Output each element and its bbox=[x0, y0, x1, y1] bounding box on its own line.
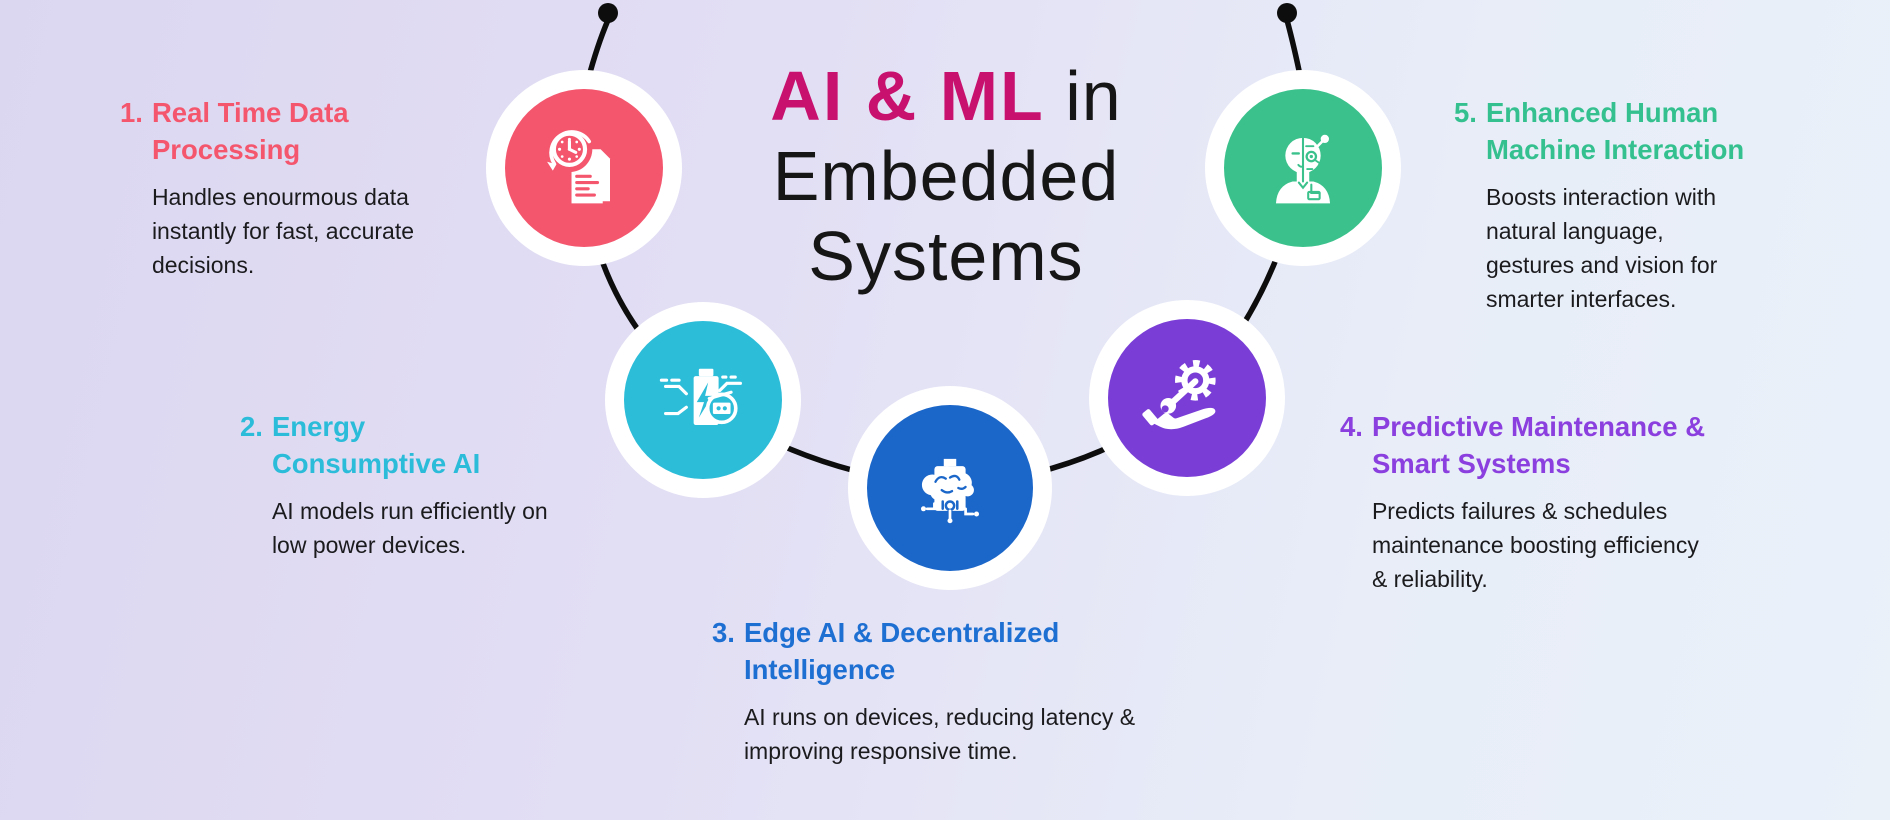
item-heading: Predictive Maintenance & Smart Systems bbox=[1371, 411, 1706, 479]
page-title: AI & ML in Embedded Systems bbox=[616, 56, 1276, 296]
item-number: 5. bbox=[1454, 97, 1477, 128]
medallion-edge-ai bbox=[848, 386, 1052, 590]
title-line-3: Systems bbox=[808, 217, 1084, 295]
title-line-2: Embedded bbox=[772, 137, 1120, 215]
human-robot-face-icon bbox=[1275, 134, 1331, 204]
item-predictive-maintenance: 4. Predictive Maintenance & Smart System… bbox=[1340, 408, 1714, 596]
brain-chip-icon bbox=[920, 458, 980, 524]
gear-wrench-hand-icon bbox=[1142, 360, 1216, 430]
item-heading: Enhanced Human Machine Interaction bbox=[1485, 97, 1745, 165]
item-content: Predictive Maintenance & Smart Systems P… bbox=[1372, 408, 1714, 596]
medallion-real-time-data bbox=[486, 70, 682, 266]
medallion-human-machine bbox=[1205, 70, 1401, 266]
item-content: Real Time Data Processing Handles enourm… bbox=[152, 94, 432, 282]
item-number: 1. bbox=[120, 97, 143, 128]
item-content: Edge AI & Decentralized Intelligence AI … bbox=[744, 614, 1176, 768]
item-heading: Energy Consumptive AI bbox=[271, 411, 481, 479]
title-line-1: AI & ML in bbox=[616, 56, 1276, 136]
item-content: Enhanced Human Machine Interaction Boost… bbox=[1486, 94, 1778, 316]
item-edge-ai: 3. Edge AI & Decentralized Intelligence … bbox=[712, 614, 1176, 768]
item-heading: Real Time Data Processing bbox=[151, 97, 349, 165]
item-body: Predicts failures & schedules maintenanc… bbox=[1371, 498, 1699, 592]
item-body: Handles enourmous data instantly for fas… bbox=[151, 184, 415, 278]
title-suffix: in bbox=[1044, 57, 1122, 135]
timeline-dot-right bbox=[1277, 3, 1297, 23]
medallion-energy-ai bbox=[605, 302, 801, 498]
item-number: 3. bbox=[712, 617, 735, 648]
title-highlight: AI & ML bbox=[770, 57, 1045, 135]
timeline-dot-left bbox=[598, 3, 618, 23]
item-body: Boosts interaction with natural language… bbox=[1485, 184, 1718, 312]
item-body: AI runs on devices, reducing latency & i… bbox=[743, 704, 1136, 764]
item-real-time-data: 1. Real Time Data Processing Handles eno… bbox=[120, 94, 432, 282]
item-number: 2. bbox=[240, 411, 263, 442]
item-heading: Edge AI & Decentralized Intelligence bbox=[743, 617, 1060, 685]
item-energy-ai: 2. Energy Consumptive AI AI models run e… bbox=[240, 408, 564, 562]
medallion-predictive-maintenance bbox=[1089, 300, 1285, 496]
item-number: 4. bbox=[1340, 411, 1363, 442]
item-body: AI models run efficiently on low power d… bbox=[271, 498, 548, 558]
clock-document-icon bbox=[546, 126, 610, 204]
battery-energy-icon bbox=[659, 368, 742, 425]
item-content: Energy Consumptive AI AI models run effi… bbox=[272, 408, 564, 562]
item-human-machine: 5. Enhanced Human Machine Interaction Bo… bbox=[1454, 94, 1778, 316]
